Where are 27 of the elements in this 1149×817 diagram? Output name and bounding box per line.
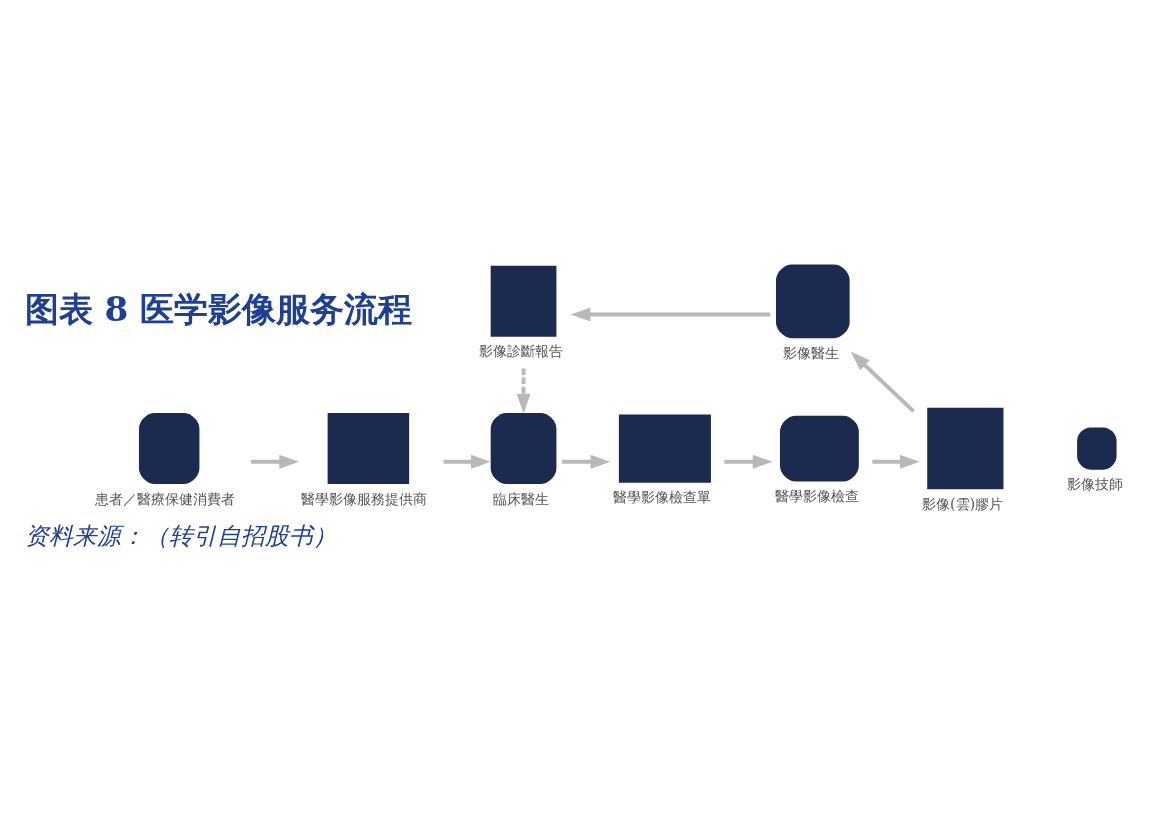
node-label: 臨床醫生 [493, 490, 550, 507]
arrow [724, 454, 773, 469]
arrow [250, 454, 300, 469]
node-box [927, 407, 1004, 490]
arrow [850, 351, 915, 413]
node-label: 影像技師 [1066, 476, 1123, 493]
node-box [490, 413, 557, 485]
node-box [776, 264, 850, 339]
arrow [562, 454, 611, 469]
node-label: 醫學影像服務提供商 [301, 490, 428, 507]
node-label: 影像(雲)膠片 [921, 495, 1004, 512]
node-label: 影像診斷報告 [478, 343, 563, 360]
node-label: 醫學影像檢查單 [612, 489, 711, 506]
arrow [570, 307, 771, 322]
node-box [618, 414, 711, 483]
arrow [872, 454, 920, 469]
node-label: 影像醫生 [782, 344, 839, 361]
node-box [138, 413, 200, 485]
node-label: 醫學影像檢查 [774, 487, 859, 504]
node-box [327, 413, 410, 485]
node-box [490, 265, 557, 337]
node-label: 患者／醫療保健消費者 [94, 490, 235, 507]
node-box [779, 415, 859, 482]
arrow [516, 368, 531, 414]
arrow [443, 454, 491, 469]
caption: 资料来源：（转引自招股书） [24, 521, 337, 550]
diagram-title: 图表 8 医学影像服务流程 [24, 289, 413, 330]
